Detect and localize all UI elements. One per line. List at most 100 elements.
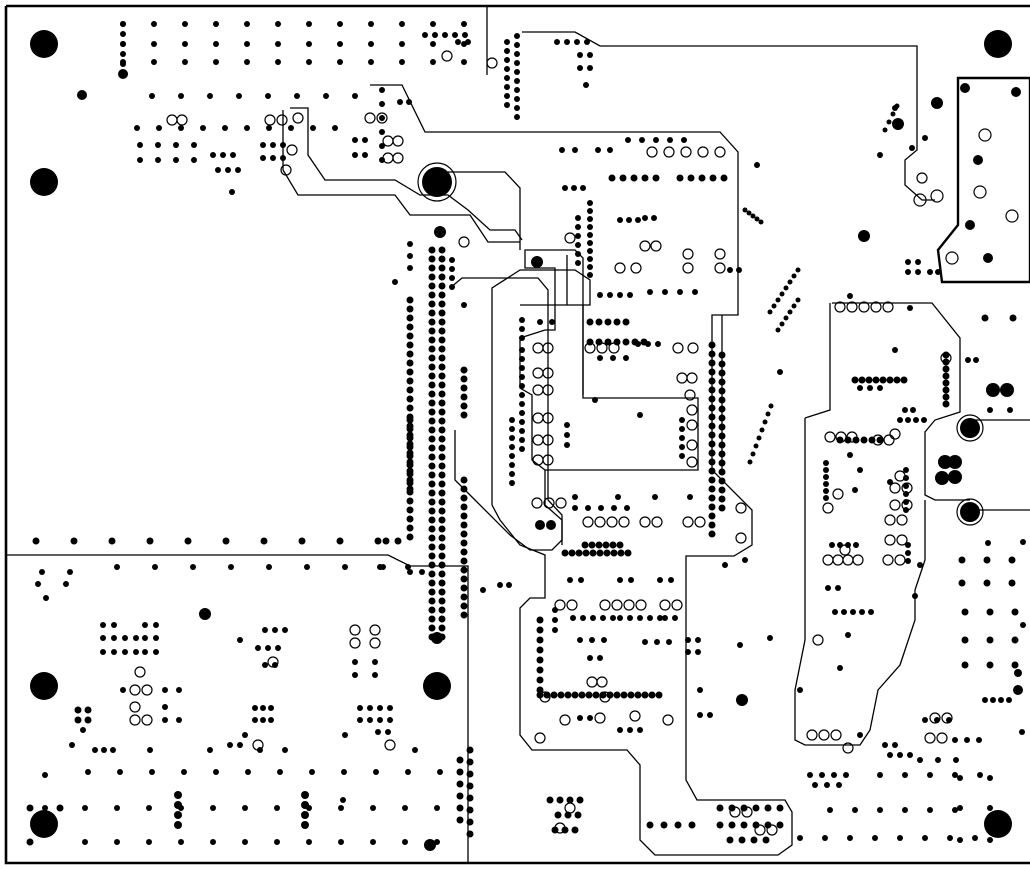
via-pad: [39, 569, 45, 575]
open-via: [830, 729, 842, 741]
via-pad: [151, 41, 157, 47]
via-pad: [399, 41, 405, 47]
via-pad: [679, 417, 685, 423]
via-pad: [151, 21, 157, 27]
via-pad: [685, 637, 691, 643]
via-pad: [134, 125, 140, 131]
via-pad: [752, 821, 760, 829]
via-pad: [536, 676, 544, 684]
via-pad: [438, 525, 446, 533]
via-pad: [294, 93, 300, 99]
via-pad: [428, 633, 436, 641]
via-pad: [519, 374, 525, 380]
via-pad: [986, 661, 994, 669]
via-pad: [890, 111, 896, 117]
via-pad: [260, 717, 266, 723]
open-via: [741, 806, 753, 818]
via-pad: [893, 376, 901, 384]
via-pad: [406, 377, 414, 385]
via-pad: [406, 416, 414, 424]
open-via: [916, 172, 928, 184]
via-pad: [460, 593, 468, 601]
via-pad: [438, 579, 446, 587]
via-pad: [35, 581, 41, 587]
via-pad: [754, 162, 760, 168]
via-pad: [146, 805, 152, 811]
via-pad: [428, 435, 436, 443]
via-pad: [728, 821, 736, 829]
via-pad: [957, 837, 963, 843]
open-via: [614, 262, 626, 274]
open-via: [682, 248, 694, 260]
via-pad: [958, 579, 966, 587]
via-pad: [402, 839, 408, 845]
via-pad: [406, 452, 414, 460]
via-pad: [610, 355, 616, 361]
via-pad: [695, 649, 701, 655]
via-pad: [795, 267, 801, 273]
open-via: [364, 112, 376, 124]
via-pad: [428, 579, 436, 587]
via-pad: [466, 758, 474, 766]
via-pad: [137, 142, 143, 148]
open-via: [663, 146, 675, 158]
via-pad: [613, 318, 621, 326]
via-pad: [587, 715, 593, 721]
via-pad: [845, 542, 851, 548]
via-pad: [438, 624, 446, 632]
open-via: [884, 514, 896, 526]
via-pad: [461, 302, 467, 308]
via-pad: [428, 624, 436, 632]
open-via: [714, 248, 726, 260]
via-pad: [438, 498, 446, 506]
via-pad: [242, 732, 248, 738]
via-pad: [341, 769, 347, 775]
via-pad: [571, 826, 579, 834]
via-pad: [242, 839, 248, 845]
via-pad: [309, 769, 315, 775]
via-pad: [461, 21, 467, 27]
via-pad: [795, 297, 801, 303]
via-pad: [428, 399, 436, 407]
open-via: [599, 599, 611, 611]
via-pad: [587, 208, 593, 214]
via-pad: [519, 356, 525, 362]
via-pad: [787, 309, 793, 315]
via-pad: [797, 687, 803, 693]
via-pad: [406, 305, 414, 313]
via-pad: [575, 233, 581, 239]
via-pad: [120, 687, 126, 693]
open-via: [824, 431, 836, 443]
via-pad: [133, 635, 139, 641]
via-pad: [438, 426, 446, 434]
via-pad: [438, 615, 446, 623]
via-pad: [153, 622, 159, 628]
via-pad: [462, 32, 468, 38]
via-pad: [504, 75, 510, 81]
via-pad: [777, 369, 783, 375]
via-pad: [905, 417, 911, 423]
via-pad: [587, 248, 593, 254]
open-via: [883, 434, 895, 446]
via-pad: [190, 564, 196, 570]
via-pad: [597, 355, 603, 361]
via-pad: [142, 635, 148, 641]
via-pad: [708, 467, 716, 475]
via-pad: [708, 440, 716, 448]
via-pad: [823, 474, 829, 480]
via-pad: [275, 645, 281, 651]
via-pad: [428, 588, 436, 596]
via-pad: [718, 450, 726, 458]
via-pad: [571, 691, 579, 699]
via-pad: [428, 489, 436, 497]
open-via: [376, 112, 388, 124]
via-pad: [746, 210, 752, 216]
via-pad: [304, 564, 310, 570]
via-pad: [660, 821, 668, 829]
via-pad: [1008, 579, 1016, 587]
via-pad: [536, 686, 544, 694]
via-pad: [244, 21, 250, 27]
via-pad: [120, 21, 126, 27]
via-pad: [942, 393, 950, 401]
